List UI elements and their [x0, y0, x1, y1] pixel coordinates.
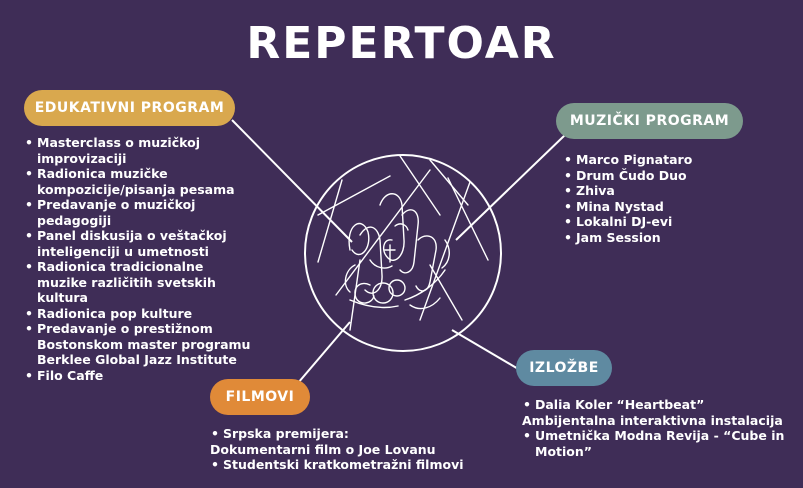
list-item: Umetnička Modna Revija - “Cube in [522, 428, 792, 444]
filmovi-text: FILMOVI [225, 389, 295, 405]
izlozbe-list: Dalia Koler “Heartbeat” Ambijentalna int… [522, 397, 792, 459]
list-item: Predavanje o muzičkoj [24, 197, 264, 213]
list-item: Panel diskusija o veštačkoj [24, 228, 264, 244]
muzicki-program-list: Marco Pignataro Drum Čudo Duo Zhiva Mina… [563, 152, 763, 245]
connector-filmovi [297, 321, 351, 384]
list-item: Marco Pignataro [563, 152, 763, 168]
list-item: Filo Caffe [24, 368, 264, 384]
list-item: Zhiva [563, 183, 763, 199]
list-item-cont: Bostonskom master programu [37, 336, 251, 352]
connector-muzicki [455, 134, 566, 241]
list-item-cont: Motion” [535, 443, 592, 459]
muzicki-program-text: MUZIČKI PROGRAM [569, 113, 730, 129]
list-item: Dalia Koler “Heartbeat” [522, 397, 792, 413]
list-item: Drum Čudo Duo [563, 168, 763, 184]
list-item-cont: kompozicije/pisanja pesama [37, 181, 235, 197]
list-item: Studentski kratkometražni filmovi [210, 457, 480, 473]
filmovi-list: Srpska premijera: Dokumentarni film o Jo… [210, 426, 480, 473]
edukativni-program-label: EDUKATIVNI PROGRAM [24, 90, 235, 126]
list-item: Radionica muzičke [24, 166, 264, 182]
central-circle [304, 154, 502, 352]
list-item: Srpska premijera: [210, 426, 480, 442]
izlozbe-label: IZLOŽBE [516, 350, 612, 386]
list-item: Predavanje o prestižnom [24, 321, 264, 337]
list-item: Lokalni DJ-evi [563, 214, 763, 230]
hands-music-icon [317, 155, 489, 331]
connector-izlozbe [451, 329, 521, 371]
list-item: Radionica pop kulture [24, 306, 264, 322]
list-item-cont: inteligenciji u umetnosti [37, 243, 209, 259]
list-item-cont: muzike različitih svetskih [37, 274, 216, 290]
list-item: Jam Session [563, 230, 763, 246]
filmovi-label: FILMOVI [210, 379, 310, 415]
list-item: Masterclass o muzičkoj [24, 135, 264, 151]
list-item-cont: improvizaciji [37, 150, 127, 166]
edukativni-program-text: EDUKATIVNI PROGRAM [34, 100, 225, 116]
list-item-cont: kultura [37, 290, 88, 305]
list-item-cont: pedagogiji [37, 212, 112, 228]
list-item-cont: Ambijentalna interaktivna instalacija [522, 412, 783, 428]
list-item-cont: Dokumentarni film o Joe Lovanu [210, 441, 436, 457]
page-title: REPERTOAR [246, 18, 557, 69]
list-item: Radionica tradicionalne [24, 259, 264, 275]
edukativni-program-list: Masterclass o muzičkoj improvizaciji Rad… [24, 135, 264, 383]
muzicki-program-label: MUZIČKI PROGRAM [556, 103, 743, 139]
izlozbe-text: IZLOŽBE [529, 360, 599, 376]
list-item-cont: Berklee Global Jazz Institute [37, 352, 237, 367]
list-item: Mina Nystad [563, 199, 763, 215]
